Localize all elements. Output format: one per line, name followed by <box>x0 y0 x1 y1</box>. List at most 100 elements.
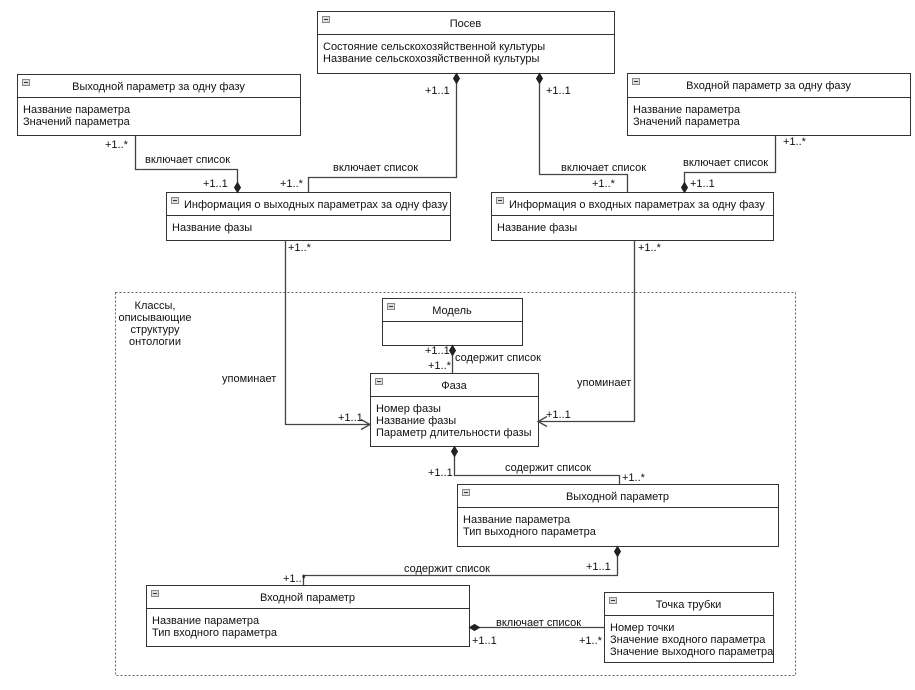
association-line[interactable] <box>538 240 636 423</box>
class-box <box>146 585 470 647</box>
association-4[interactable]: включает список +1..* +1..1 <box>680 135 807 194</box>
class-attribute: Название параметра <box>152 615 260 627</box>
class-attribute: Тип входного параметра <box>152 627 278 639</box>
association-label: включает список <box>561 162 646 174</box>
multiplicity-label: +1..1 <box>586 561 611 573</box>
composition-diamond-icon <box>452 72 461 85</box>
class-name: Информация о входных параметрах за одну … <box>509 199 765 211</box>
class-attribute: Значений параметра <box>633 116 741 128</box>
association-5[interactable]: упоминает+1..*+1..1 <box>222 240 372 431</box>
class-box <box>370 373 539 447</box>
multiplicity-label: +1..* <box>579 635 603 647</box>
association-6[interactable]: упоминает +1..* +1..1 <box>536 240 662 428</box>
class-box <box>317 11 615 74</box>
association-1[interactable]: включает список +1..* +1..1 <box>105 135 242 194</box>
association-7[interactable]: содержит список+1..1+1..* <box>425 344 541 374</box>
multiplicity-label: +1..1 <box>425 85 450 97</box>
association-line[interactable] <box>538 73 629 193</box>
association-3[interactable]: включает список+1..1+1..* <box>535 72 647 193</box>
multiplicity-label: +1..* <box>783 136 807 148</box>
association-8[interactable]: содержит список+1..1+1..* <box>428 445 646 485</box>
group-label: Классы, <box>135 300 176 312</box>
class-attribute: Название параметра <box>23 104 131 116</box>
class-box <box>627 73 911 136</box>
class-name: Выходной параметр за одну фазу <box>72 81 245 93</box>
multiplicity-label: +1..* <box>105 139 129 151</box>
class-attribute: Название фазы <box>497 222 577 234</box>
class-attribute: Параметр длительности фазы <box>376 427 532 439</box>
class-attribute: Тип выходного параметра <box>463 526 597 538</box>
composition-diamond-icon <box>450 445 459 458</box>
group-label: структуру <box>130 324 180 336</box>
class-attribute: Название сельскохозяйственной культуры <box>323 53 540 65</box>
multiplicity-label: +1..1 <box>338 412 363 424</box>
association-2[interactable]: включает список +1..1 +1..* <box>280 72 461 193</box>
association-label: включает список <box>683 157 768 169</box>
group-label: описывающие <box>118 312 191 324</box>
class-box <box>166 192 451 241</box>
class-attribute: Состояние сельскохозяйственной культуры <box>323 41 545 53</box>
class-name: Модель <box>432 305 472 317</box>
multiplicity-label: +1..1 <box>428 467 453 479</box>
association-line[interactable] <box>134 135 239 193</box>
composition-diamond-icon <box>535 72 544 85</box>
multiplicity-label: +1..1 <box>472 635 497 647</box>
class-attribute: Значение выходного параметра <box>610 646 774 658</box>
association-line[interactable] <box>284 240 371 426</box>
class-name: Входной параметр за одну фазу <box>686 80 851 92</box>
arrowhead-icon <box>536 415 548 428</box>
class-name: Входной параметр <box>260 592 355 604</box>
multiplicity-label: +1..1 <box>546 409 571 421</box>
association-label: содержит список <box>404 563 490 575</box>
association-line[interactable] <box>453 446 621 485</box>
ontology-structure-group <box>115 292 796 676</box>
multiplicity-label: +1..* <box>280 178 304 190</box>
class-box <box>17 74 301 136</box>
association-9[interactable]: содержит список +1..1 +1..* <box>283 545 622 586</box>
class-name: Посев <box>450 18 482 30</box>
association-label: упоминает <box>222 373 276 385</box>
class-attribute: Название параметра <box>463 514 571 526</box>
class-in-info[interactable]: Информация о входных параметрах за одну … <box>491 192 774 241</box>
composition-diamond-icon <box>613 545 622 558</box>
multiplicity-label: +1..* <box>638 242 662 254</box>
multiplicity-label: +1..1 <box>203 178 228 190</box>
class-box <box>604 592 774 663</box>
multiplicity-label: +1..* <box>428 360 452 372</box>
class-attribute: Название фазы <box>172 222 252 234</box>
class-name: Точка трубки <box>656 599 722 611</box>
composition-diamond-icon <box>448 344 457 357</box>
association-10[interactable]: включает список +1..1 +1..* <box>468 617 605 647</box>
class-attribute: Значение входного параметра <box>610 634 766 646</box>
multiplicity-label: +1..1 <box>690 178 715 190</box>
association-label: упоминает <box>577 377 631 389</box>
group-label: онтологии <box>129 336 181 348</box>
class-attribute: Номер точки <box>610 622 674 634</box>
class-model[interactable]: Модель <box>382 298 523 346</box>
multiplicity-label: +1..1 <box>425 345 450 357</box>
association-label: включает список <box>145 154 230 166</box>
class-out-info[interactable]: Информация о выходных параметрах за одну… <box>166 192 451 241</box>
class-name: Фаза <box>441 380 467 392</box>
association-label: включает список <box>333 162 418 174</box>
class-attribute: Значений параметра <box>23 116 131 128</box>
multiplicity-label: +1..1 <box>546 85 571 97</box>
association-line[interactable] <box>302 546 619 586</box>
composition-diamond-icon <box>680 181 689 194</box>
class-attribute: Название параметра <box>633 104 741 116</box>
association-label: содержит список <box>505 462 591 474</box>
multiplicity-label: +1..* <box>283 573 307 585</box>
class-name: Информация о выходных параметрах за одну… <box>184 199 448 211</box>
association-line[interactable] <box>307 73 458 193</box>
composition-diamond-icon <box>468 623 481 632</box>
association-label: включает список <box>496 617 581 629</box>
